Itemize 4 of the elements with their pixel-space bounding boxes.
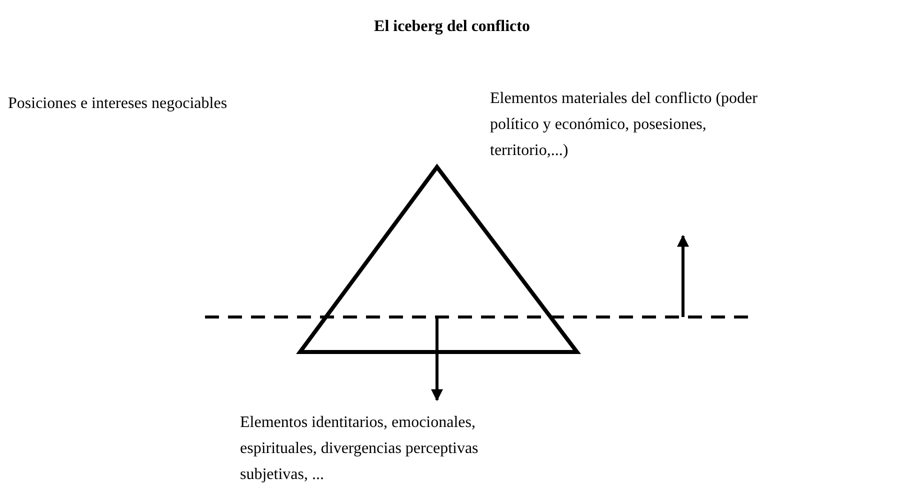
title: El iceberg del conflicto bbox=[373, 18, 531, 36]
annotation-text: Elementos materiales del conflicto (poder político y económico, posesiones, territorio,...) bbox=[490, 89, 758, 161]
annotation-text: Elementos identitarios, emocionales, espirituales, divergencias perceptivas subjetivas, ... bbox=[240, 413, 480, 485]
annotation-text: Posiciones e intereses negociables bbox=[8, 94, 228, 114]
